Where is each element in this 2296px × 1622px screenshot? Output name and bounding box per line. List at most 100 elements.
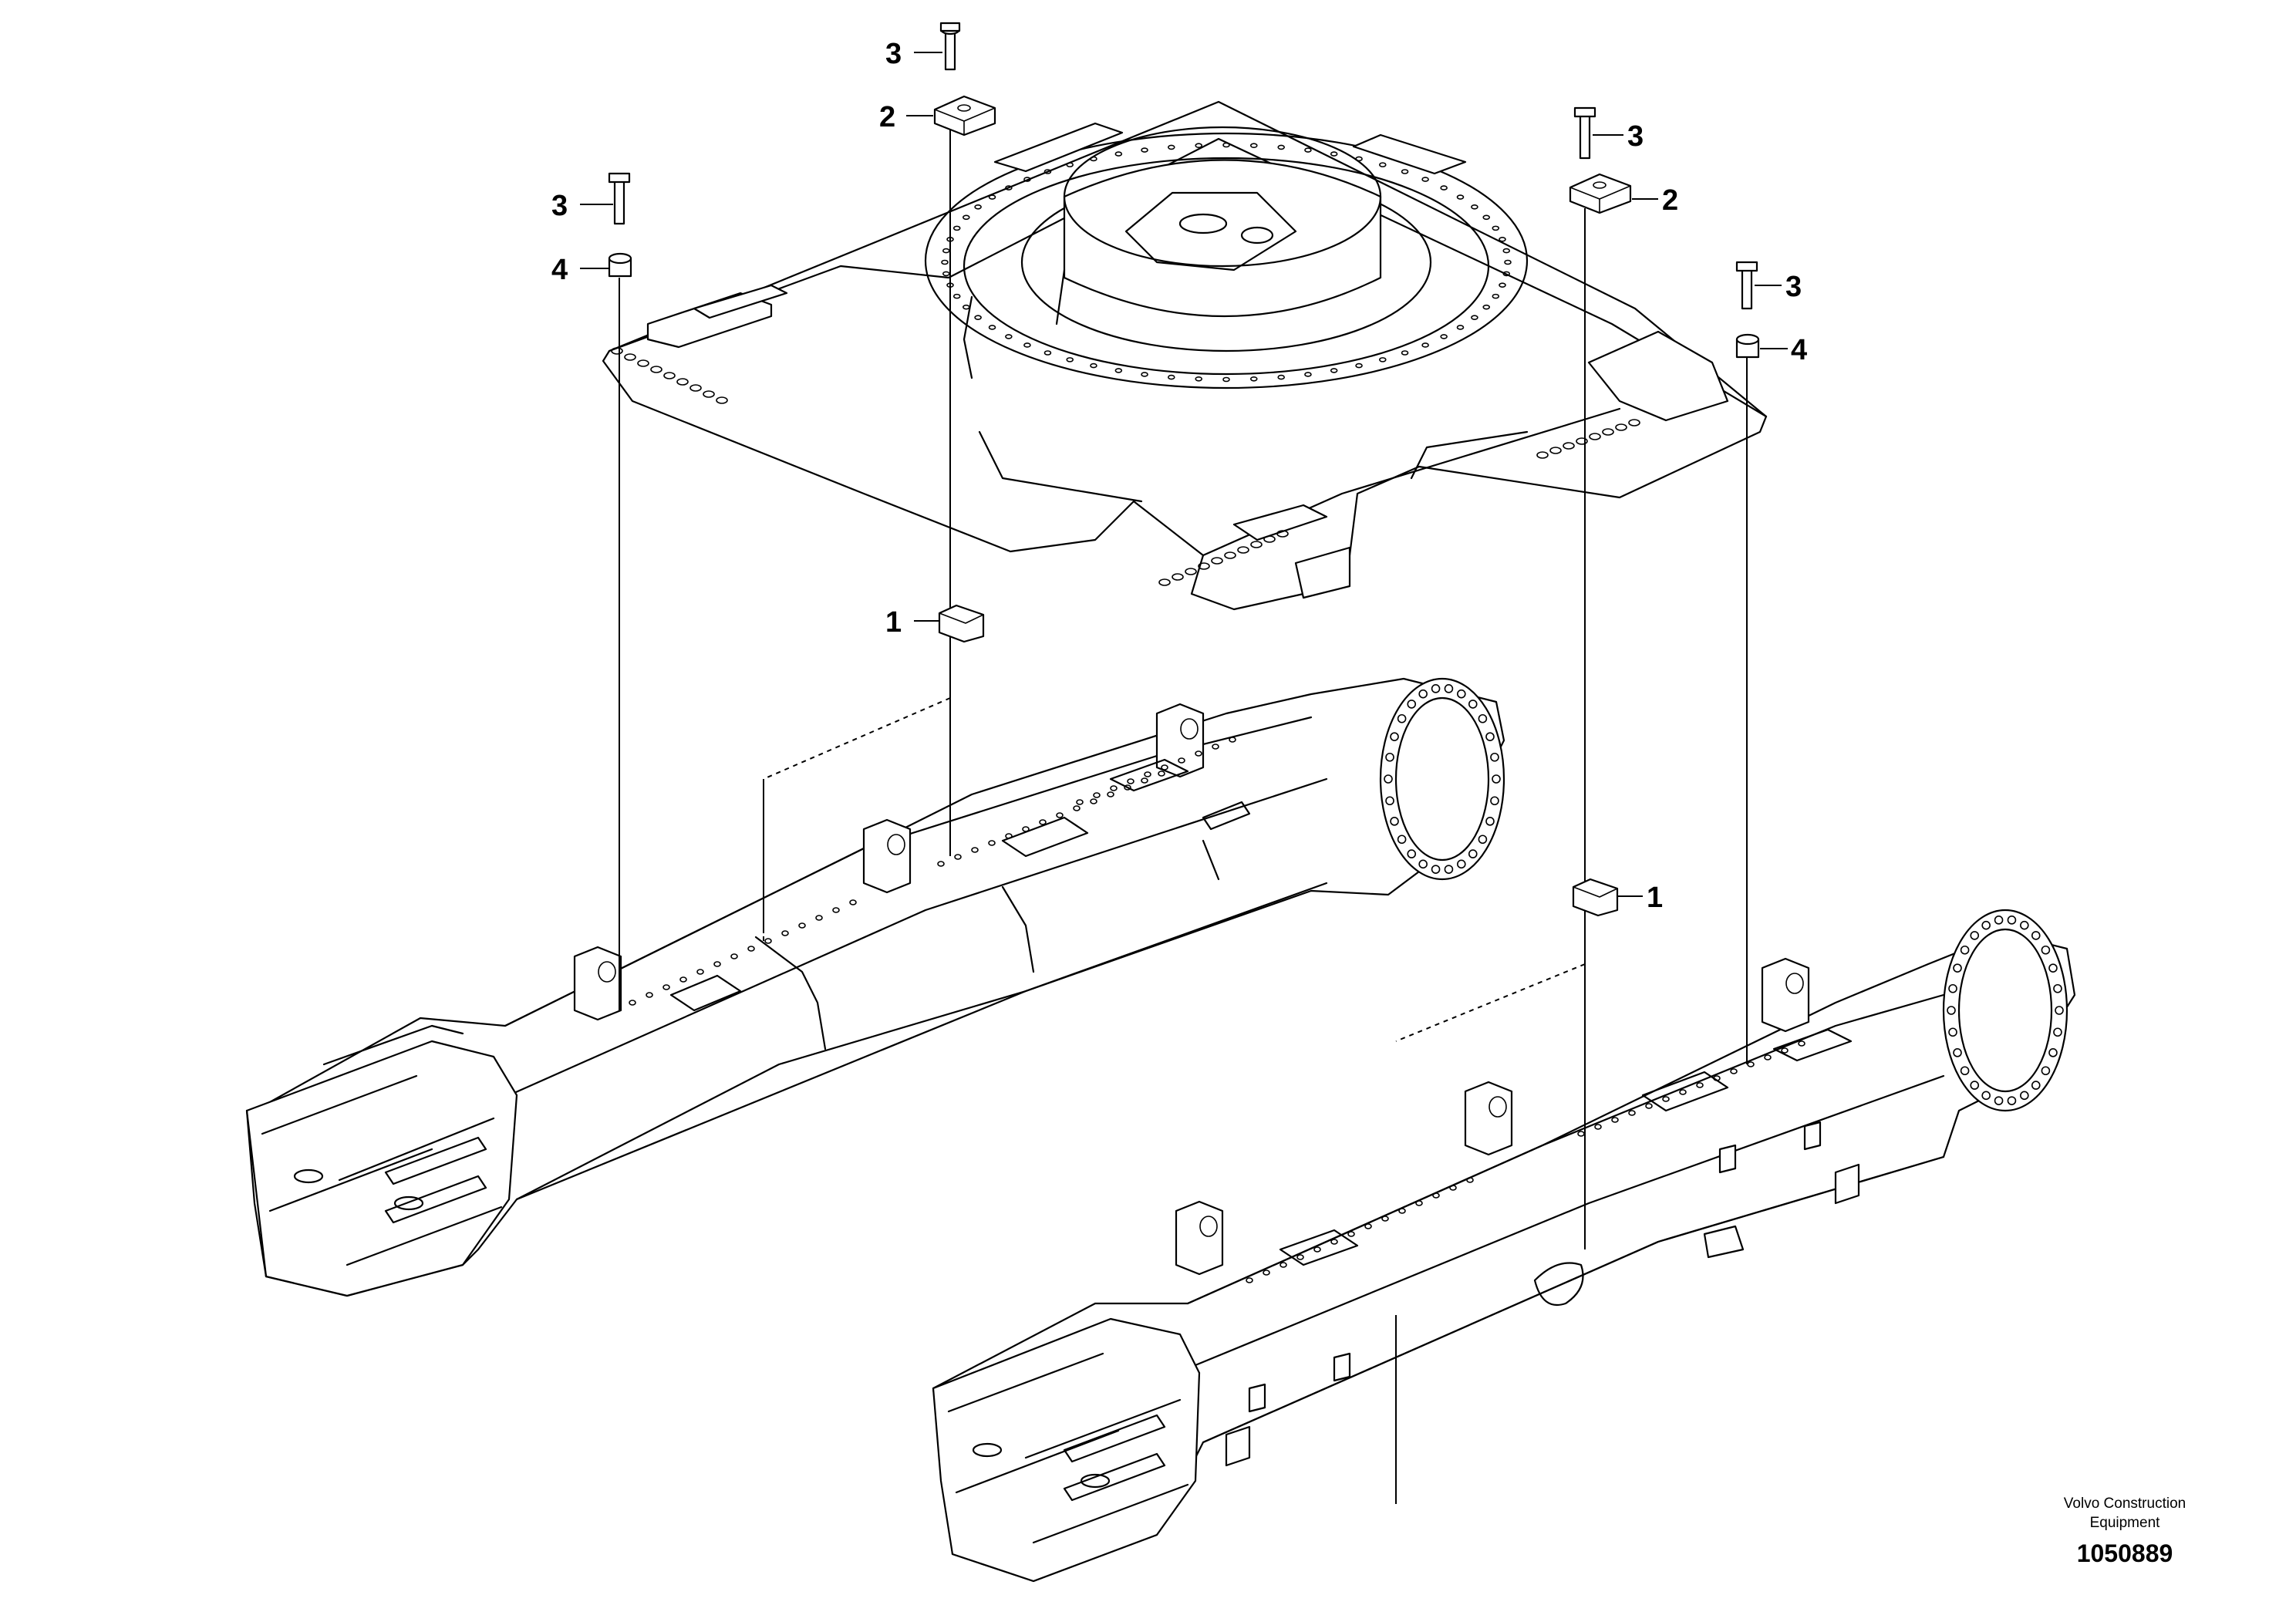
bolt-hole	[1563, 442, 1575, 450]
left-mount-blocks	[573, 703, 1205, 1021]
bolt-hole	[2055, 1006, 2064, 1015]
figure-number: 1050889	[2077, 1539, 2173, 1567]
bolt-hole	[1589, 433, 1601, 440]
block-bore	[1489, 1096, 1507, 1118]
bolt-hole	[1953, 1048, 1962, 1057]
bolt-hole	[1421, 177, 1429, 182]
bolt-hole	[1090, 363, 1097, 369]
bolt-hole	[1378, 162, 1387, 167]
bolt-hole	[676, 378, 689, 386]
right-mount-blocks	[1175, 957, 1810, 1276]
bolt-hole	[1222, 142, 1230, 148]
bolt-hole	[1250, 541, 1263, 548]
bolt-hole	[637, 359, 649, 367]
bolt-hole	[1043, 169, 1052, 174]
bolt-hole	[1355, 156, 1363, 162]
bolt-hole	[2053, 983, 2062, 993]
bolt-hole	[1492, 293, 1500, 299]
bolt-hole	[1211, 557, 1223, 565]
bolt-hole	[1172, 573, 1184, 581]
bolt-hole	[1249, 376, 1258, 382]
bolt-hole	[1381, 1216, 1389, 1222]
callout-3-top-right: 3	[1627, 120, 1644, 153]
bolt-hole	[1114, 151, 1123, 157]
bolt-hole	[952, 293, 961, 299]
bolt-hole	[1401, 350, 1409, 356]
bolt-hole	[942, 271, 950, 277]
pillow-block	[1464, 1081, 1513, 1156]
bolt-hole	[2031, 1081, 2041, 1090]
bolt-hole	[1141, 777, 1148, 784]
pillow-block	[862, 818, 912, 894]
bolt-hole	[941, 259, 949, 265]
bolt-3-top-left	[608, 172, 631, 225]
bolt-hole	[2053, 1027, 2062, 1037]
bolt-hole	[1457, 689, 1466, 699]
bolt-hole	[1397, 713, 1407, 723]
bolt-hole	[650, 366, 663, 373]
bolt-hole	[1195, 143, 1203, 149]
spacer-4-far-right	[1735, 333, 1760, 359]
bolt-hole	[1418, 859, 1428, 869]
bolt-hole	[1611, 1117, 1619, 1123]
bolt-hole	[1679, 1089, 1687, 1095]
brand-line-2: Equipment	[2090, 1515, 2161, 1531]
bolt-hole	[1141, 147, 1148, 153]
bolt-hole	[1948, 1027, 1957, 1037]
bolt-hole	[1212, 744, 1219, 750]
bolt-hole	[1056, 812, 1064, 818]
bolt-hole	[1385, 796, 1394, 806]
bolt-hole	[937, 861, 945, 867]
bolt-hole	[1249, 143, 1258, 149]
bolt-hole	[849, 899, 857, 905]
bolt-hole	[764, 938, 772, 944]
bolt-hole	[646, 992, 653, 998]
bolt-hole	[689, 384, 702, 392]
bolt-hole	[1549, 447, 1562, 454]
block-1-right	[1572, 878, 1619, 917]
pillow-block	[1155, 703, 1205, 778]
bolt-hole	[1066, 162, 1074, 167]
bolt-hole	[988, 325, 996, 330]
bolt-hole	[1263, 535, 1276, 543]
bolt-hole	[1195, 750, 1202, 757]
block-bore	[887, 834, 905, 855]
upper-frame	[602, 100, 1768, 611]
block-1-center	[938, 604, 985, 643]
bolt-hole	[1628, 1110, 1636, 1116]
bolt-hole	[1023, 342, 1031, 348]
bolt-hole	[1397, 835, 1407, 845]
right-bolt-strip	[1536, 419, 1640, 459]
bolt-hole	[1471, 204, 1478, 210]
bolt-hole	[1158, 578, 1171, 586]
bolt-hole	[1421, 342, 1429, 348]
bolt-hole	[1981, 1091, 1991, 1101]
bolt-hole	[1144, 771, 1151, 777]
bolt-hole	[1764, 1054, 1772, 1061]
bolt-hole	[1994, 1096, 2004, 1105]
bolt-hole	[988, 194, 996, 200]
bolt-hole	[1224, 551, 1236, 559]
bolt-hole	[1662, 1096, 1670, 1102]
bolt-hole	[1330, 151, 1338, 157]
callout-3-top-left: 3	[551, 190, 568, 222]
bolt-hole	[1390, 732, 1399, 741]
bolt-hole	[942, 248, 950, 254]
bolt-hole	[1043, 350, 1052, 356]
bolt-hole	[747, 946, 755, 952]
bolt-hole	[1313, 1246, 1321, 1253]
right-drum-bolt-holes	[1947, 916, 2064, 1105]
bolt-hole	[1444, 684, 1454, 693]
bolt-hole	[1076, 799, 1084, 805]
bolt-hole	[1090, 798, 1097, 804]
bolt-hole	[1385, 752, 1394, 762]
bolt-hole	[1471, 315, 1478, 320]
pillow-block	[573, 946, 622, 1021]
bolt-hole	[1167, 374, 1175, 380]
bolt-hole	[716, 396, 728, 404]
bolt-hole	[1401, 169, 1409, 174]
bolt-hole	[2020, 1091, 2029, 1101]
bolt-hole	[1994, 916, 2004, 925]
bolt-hole	[1161, 764, 1168, 771]
bolt-hole	[1296, 1254, 1304, 1260]
